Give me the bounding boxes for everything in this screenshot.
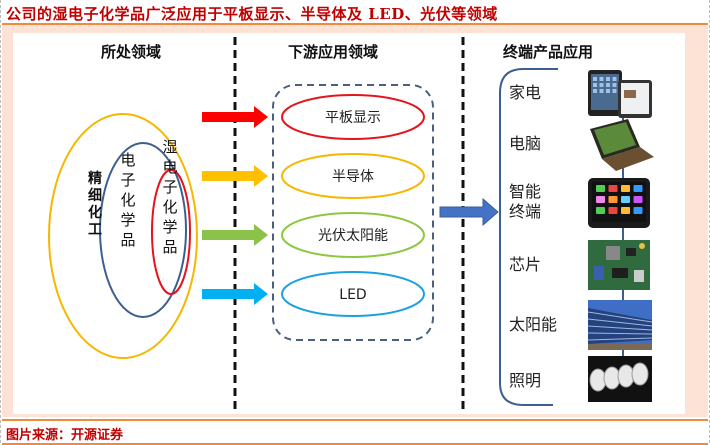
figure-source: 图片来源：开源证券 [6, 428, 124, 443]
diagram: 所处领域 下游应用领域 终端产品应用 精细化工 电子化学品 湿电子化学品 平板显… [13, 33, 685, 414]
column-heading-left: 所处领域 [101, 43, 161, 61]
tablet-icon [588, 70, 652, 118]
column-heading-middle: 下游应用领域 [288, 43, 378, 61]
arrow-to-3 [202, 224, 268, 246]
label-electronic-chemicals-vertical: 电子化学品 [120, 151, 135, 249]
wet-electronic-chemicals-text: 湿电子化学品 [162, 138, 177, 256]
inner-ellipse-wet-electronic-chemicals [151, 169, 191, 295]
title-bar: 公司的湿电子化学品广泛应用于平板显示、半导体及 LED、光伏等领域 [2, 0, 708, 25]
arrow-to-1 [202, 106, 268, 128]
product-label: 智能终端 [509, 182, 541, 221]
downstream-item: 半导体 [281, 153, 425, 199]
source-bar: 图片来源：开源证券 [2, 419, 708, 445]
downstream-label: 半导体 [332, 169, 374, 185]
downstream-item: LED [281, 271, 425, 317]
arrow-to-2 [202, 165, 268, 187]
label-wet-electronic-chemicals-vertical: 湿电子化学品 [162, 138, 177, 256]
electronic-chemicals-text: 电子化学品 [120, 151, 135, 249]
arrow-to-4 [202, 283, 268, 305]
middle-ellipse-electronic-chemicals [99, 142, 187, 318]
column-heading-right: 终端产品应用 [503, 43, 593, 61]
label-fine-chemicals-vertical: 精细化工 [88, 170, 102, 238]
downstream-label: 光伏太阳能 [318, 228, 388, 244]
downstream-dashed-box [272, 84, 434, 341]
downstream-ellipse [281, 212, 425, 258]
product-label: 家电 [509, 83, 541, 102]
downstream-ellipse [281, 94, 425, 140]
downstream-label: LED [339, 287, 366, 303]
smartphone-icon [588, 178, 650, 228]
end-products-bracket [499, 68, 558, 406]
led-light-icon [588, 356, 652, 402]
downstream-ellipse [281, 271, 425, 317]
downstream-label: 平板显示 [325, 110, 381, 126]
product-label: 太阳能 [509, 315, 557, 334]
outer-ellipse-fine-chemicals [48, 113, 198, 359]
product-label: 照明 [509, 371, 541, 390]
product-label: 芯片 [509, 255, 541, 274]
downstream-ellipse [281, 153, 425, 199]
laptop-icon [590, 119, 654, 171]
downstream-item: 平板显示 [281, 94, 425, 140]
figure-title: 公司的湿电子化学品广泛应用于平板显示、半导体及 LED、光伏等领域 [6, 5, 498, 23]
flow-arrow [439, 197, 499, 227]
diagram-canvas: 所处领域 下游应用领域 终端产品应用 精细化工 电子化学品 湿电子化学品 平板显… [48, 37, 654, 414]
circuit-board-icon [588, 240, 650, 290]
product-label: 电脑 [509, 134, 541, 153]
solar-panel-icon [587, 300, 653, 350]
downstream-item: 光伏太阳能 [281, 212, 425, 258]
fine-chemicals-text: 精细化工 [88, 170, 102, 238]
